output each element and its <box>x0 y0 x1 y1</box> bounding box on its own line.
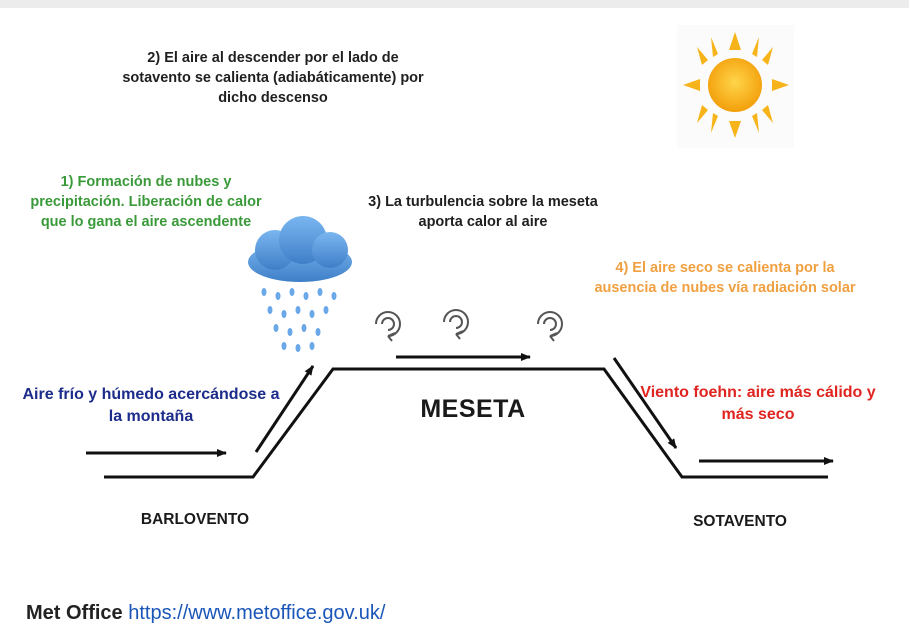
leeward-label: SOTAVENTO <box>693 513 787 530</box>
source-org: Met Office <box>26 602 123 624</box>
cold-air-label: Aire frío y húmedo acercándose a la mont… <box>22 386 280 425</box>
terrain-profile <box>104 367 828 479</box>
step1-cloud-formation-text: 1) Formación de nubes y precipitación. L… <box>30 174 262 230</box>
descending-air-arrow <box>612 357 678 449</box>
windward-label: BARLOVENTO <box>140 511 250 528</box>
source-credit: Met Office https://www.metoffice.gov.uk/ <box>26 601 385 625</box>
plateau-label: MESETA <box>420 395 526 423</box>
step4-solar-radiation-text: 4) El aire seco se calienta por la ausen… <box>594 260 856 296</box>
foehn-wind-label: Viento foehn: aire más cálido y más seco <box>640 384 876 423</box>
turbulence-icon <box>375 309 563 342</box>
airflow-arrows <box>86 353 834 465</box>
step3-turbulence-text: 3) La turbulencia sobre la meseta aporta… <box>368 194 598 230</box>
ascending-air-arrow <box>254 365 315 453</box>
source-link[interactable]: https://www.metoffice.gov.uk/ <box>128 602 386 624</box>
sun-icon <box>677 25 794 148</box>
step2-descent-text: 2) El aire al descender por el lado de s… <box>122 50 424 106</box>
rain-cloud-icon <box>248 216 352 352</box>
